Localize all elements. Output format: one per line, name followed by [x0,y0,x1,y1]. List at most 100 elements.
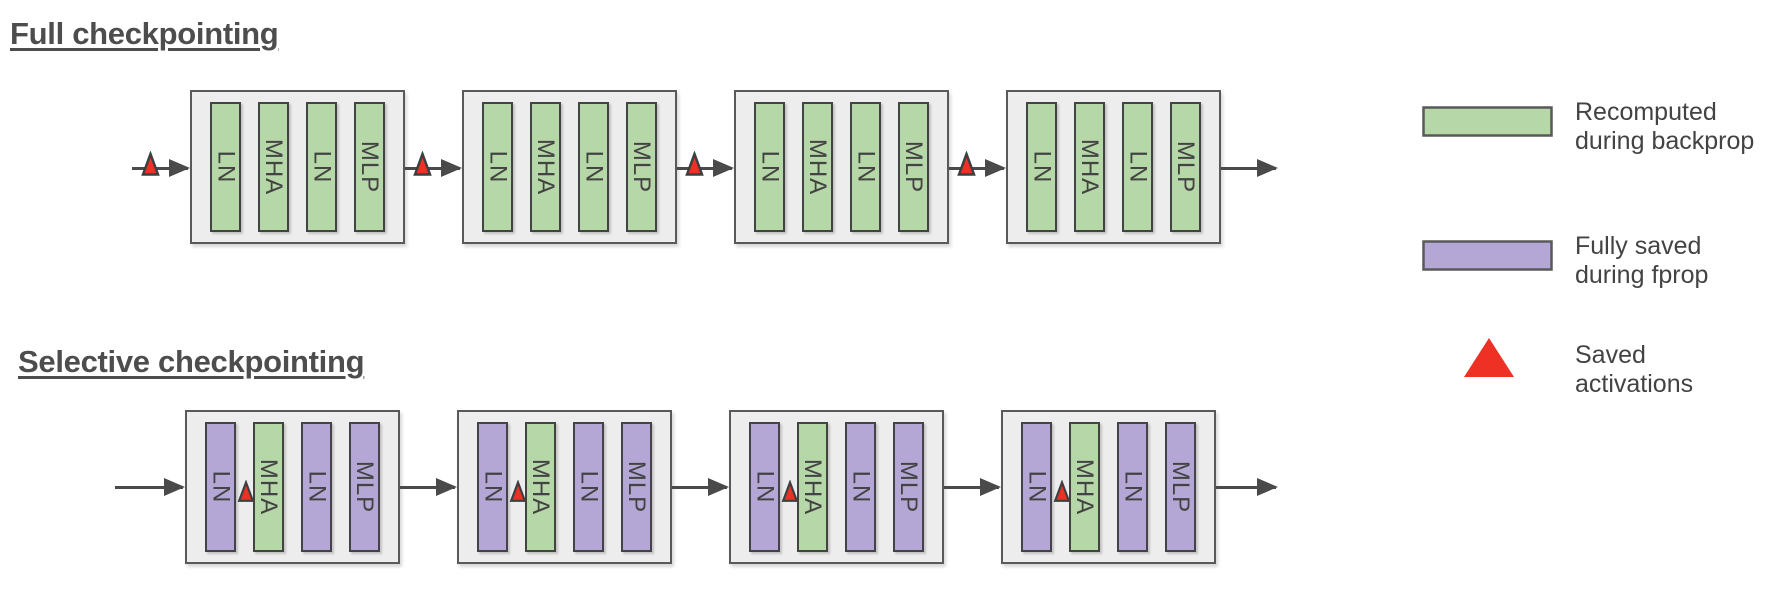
saved-activation-marker-icon [781,480,799,502]
layer-label: LN [212,150,240,184]
saved-activation-marker-icon [141,151,160,176]
transformer-block: LN MHA LN MLP [734,90,949,244]
layer-bar-mlp: MLP [354,102,385,232]
saved-activation-marker-icon [1053,480,1071,502]
arrowhead-icon [436,478,457,496]
arrow-line [1221,166,1276,170]
layer-label: MLP [628,140,656,194]
layer-bar-mha: MHA [1069,422,1100,552]
arrow-connector [949,151,1006,180]
arrow-line [115,485,183,489]
layer-bar-ln: LN [1021,422,1052,552]
layer-bar-mlp: MLP [621,422,652,552]
section-title-full-checkpointing: Full checkpointing [10,16,279,51]
layer-bar-ln: LN [205,422,236,552]
layer-label: LN [575,470,603,504]
arrow-line [400,485,455,489]
layer-label: LN [1023,470,1051,504]
layer-bar-mlp: MLP [1170,102,1201,232]
arrow-line [672,485,727,489]
legend-swatch-recomputed [1422,106,1553,137]
layer-label: MHA [260,138,288,196]
layer-label: LN [852,150,880,184]
layer-label: MLP [356,140,384,194]
arrow-line [677,166,732,170]
saved-activation-marker-icon [237,480,255,502]
layer-bar-ln: LN [477,422,508,552]
arrow-connector [672,475,729,499]
transformer-block: LN MHA LN MLP [1006,90,1221,244]
layer-bar-mha: MHA [258,102,289,232]
layer-label: MLP [895,460,923,514]
transformer-block: LN MHA LN MLP [729,410,944,564]
layer-bar-ln: LN [301,422,332,552]
layer-bar-ln: LN [210,102,241,232]
section-title-selective-checkpointing: Selective checkpointing [18,344,365,379]
layer-bar-mha: MHA [525,422,556,552]
saved-activation-marker-icon [413,151,432,176]
legend-label-saved-activations: Saved activations [1575,341,1694,398]
layer-bar-ln: LN [1117,422,1148,552]
layer-label: LN [207,470,235,504]
layer-bar-mha: MHA [530,102,561,232]
arrowhead-icon [1257,159,1278,177]
layer-bar-mlp: MLP [893,422,924,552]
layer-bar-ln: LN [749,422,780,552]
layer-bar-ln: LN [1122,102,1153,232]
legend-triangle-saved-activations-icon [1464,338,1514,377]
layer-label: MHA [255,458,283,516]
transformer-block: LN MHA LN MLP [1001,410,1216,564]
layer-bar-mha: MHA [1074,102,1105,232]
layer-label: LN [751,470,779,504]
saved-activation-marker-icon [685,151,704,176]
layer-label: LN [580,150,608,184]
arrowhead-icon [980,478,1001,496]
arrow-line [1216,485,1276,489]
layer-label: MLP [1172,140,1200,194]
layer-label: MHA [804,138,832,196]
layer-bar-ln: LN [754,102,785,232]
layer-bar-ln: LN [482,102,513,232]
layer-label: MHA [532,138,560,196]
arrowhead-icon [713,159,734,177]
layer-label: LN [303,470,331,504]
layer-bar-ln: LN [578,102,609,232]
layer-label: MHA [527,458,555,516]
arrowhead-icon [708,478,729,496]
saved-activation-marker-icon [509,480,527,502]
layer-label: LN [1124,150,1152,184]
saved-activation-marker-icon [957,151,976,176]
layer-bar-ln: LN [850,102,881,232]
arrow-connector [944,475,1001,499]
arrow-connector [115,475,185,499]
layer-label: LN [484,150,512,184]
layer-label: MLP [623,460,651,514]
layer-label: MLP [900,140,928,194]
layer-bar-mha: MHA [802,102,833,232]
layer-label: MHA [1071,458,1099,516]
layer-label: LN [1119,470,1147,504]
layer-label: MHA [1076,138,1104,196]
arrowhead-icon [1257,478,1278,496]
arrowhead-icon [985,159,1006,177]
layer-label: LN [308,150,336,184]
arrow-line [405,166,460,170]
layer-bar-ln: LN [1026,102,1057,232]
layer-bar-ln: LN [573,422,604,552]
transformer-block: LN MHA LN MLP [462,90,677,244]
transformer-block: LN MHA LN MLP [190,90,405,244]
transformer-block: LN MHA LN MLP [457,410,672,564]
layer-label: MHA [799,458,827,516]
arrow-line [132,166,188,170]
arrow-connector [1221,156,1278,180]
transformer-block: LN MHA LN MLP [185,410,400,564]
arrowhead-icon [441,159,462,177]
arrowhead-icon [169,159,190,177]
layer-bar-mlp: MLP [898,102,929,232]
layer-bar-mha: MHA [797,422,828,552]
layer-label: LN [479,470,507,504]
layer-bar-ln: LN [845,422,876,552]
arrow-connector [1216,475,1278,499]
legend-label-recomputed: Recomputed during backprop [1575,98,1755,155]
